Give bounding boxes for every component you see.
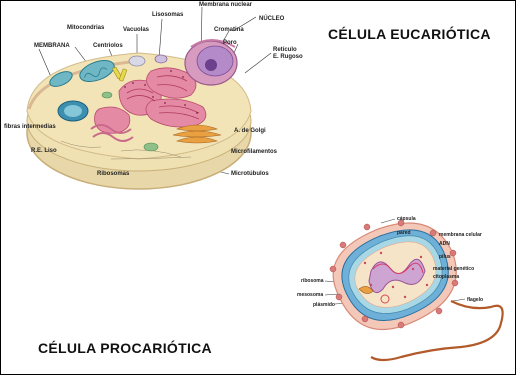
label-e-rugoso: E. Rugoso (273, 54, 303, 61)
prokaryotic-cell-title: CÉLULA PROCARIÓTICA (38, 340, 212, 356)
label-vacuolas: Vacuolas (123, 27, 149, 34)
label-poro: Poro (223, 40, 237, 47)
label-microfilamentos: Microfilamentos (231, 149, 277, 156)
label-ribosomas: Ribosomas (97, 171, 129, 178)
label-cromatina: Cromatina (214, 27, 244, 34)
label-mitocondrias: Mitocondrias (67, 25, 104, 32)
label-plasmido: plásmido (313, 302, 335, 309)
label-citoplasma: citoplasma (433, 274, 459, 281)
label-lisosomas: Lisosomas (152, 12, 183, 19)
label-ribosoma: ribosoma (301, 278, 324, 285)
label-material-genetico: material genético (433, 266, 474, 273)
label-capsula: cápsula (397, 216, 416, 223)
eukaryotic-cell-title: CÉLULA EUCARIÓTICA (328, 26, 491, 42)
label-pilus: pilus (439, 254, 451, 261)
label-fibras-intermedias: fibras intermedias (4, 124, 56, 131)
label-membrana-nuclear: Membrana nuclear (199, 2, 252, 9)
label-golgi: A. de Golgi (234, 128, 266, 135)
label-mesosoma: mesosoma (297, 292, 323, 299)
label-reticulo: Retículo (273, 47, 297, 54)
label-membrana-celular: membrana celular (439, 232, 482, 239)
label-flagelo: flagelo (467, 297, 483, 304)
label-re-liso: R.E. Liso (31, 148, 57, 155)
label-membrana: MEMBRANA (34, 43, 70, 50)
label-microtubulos: Microtúbulos (231, 171, 269, 178)
label-centriolos: Centriolos (93, 43, 123, 50)
label-nucleo: NÚCLEO (259, 16, 284, 23)
label-pared: pared (397, 230, 411, 237)
label-adn: ADN (439, 241, 450, 248)
